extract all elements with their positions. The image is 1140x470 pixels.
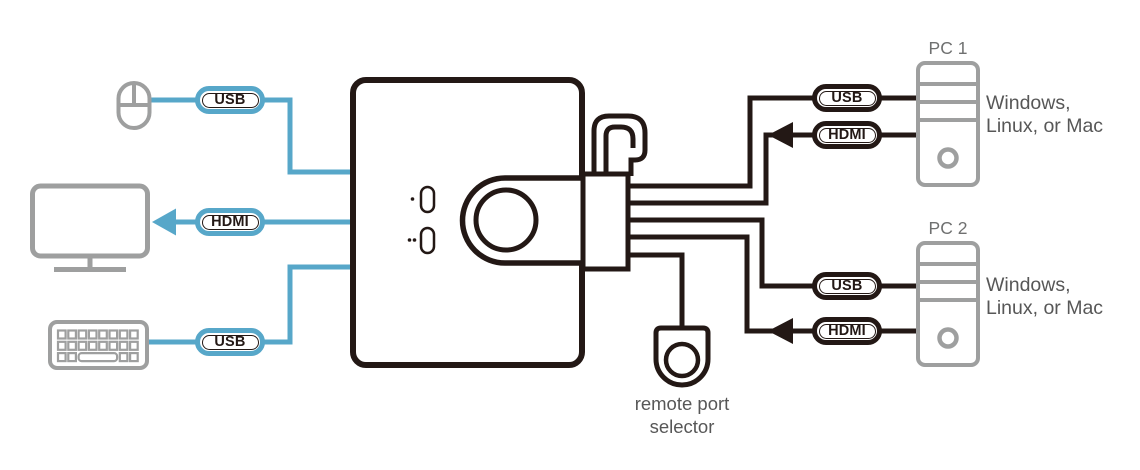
port-1-led — [410, 185, 436, 214]
pc1-os-note: Windows, Linux, or Mac — [986, 92, 1103, 137]
pc2-hdmi-pill: HDMI — [812, 317, 882, 345]
pc1-hdmi-pill: HDMI — [812, 121, 882, 149]
pc1-os-line1: Windows, — [986, 92, 1071, 114]
pc2-hdmi-label: HDMI — [828, 323, 866, 339]
selector-label-line1: remote port — [634, 393, 730, 414]
pill-inner-ring — [818, 323, 876, 339]
pc2-os-note: Windows, Linux, or Mac — [986, 274, 1103, 319]
monitor-hdmi-pill: HDMI — [195, 208, 265, 236]
pc1-os-line2: Linux, or Mac — [986, 114, 1104, 137]
keyboard-icon — [48, 320, 149, 370]
pc2-tower-icon — [916, 241, 980, 367]
pc2-usb-label: USB — [831, 278, 863, 294]
pill-inner-ring — [818, 90, 876, 106]
pc2-usb-pill: USB — [812, 272, 882, 300]
mouse-usb-pill: USB — [195, 86, 265, 114]
keyboard-usb-label: USB — [214, 334, 246, 350]
pc2-hdmi-arrow — [768, 318, 793, 344]
pc1-usb-label: USB — [831, 90, 863, 106]
cable-connector-icon — [459, 171, 631, 272]
pc2-os-line1: Windows, — [986, 274, 1071, 296]
pc1-usb-pill: USB — [812, 84, 882, 112]
mouse-icon — [116, 81, 152, 130]
pc1-name: PC 1 — [928, 38, 968, 58]
pc1-hdmi-label: HDMI — [828, 127, 866, 143]
pc2-name: PC 2 — [928, 218, 968, 238]
pc1-tower-icon — [916, 61, 980, 187]
port-2-led — [407, 226, 436, 255]
pill-inner-ring — [201, 214, 259, 230]
pill-inner-ring — [201, 334, 259, 350]
pill-inner-ring — [818, 127, 876, 143]
pc2-os-line2: Linux, or Mac — [986, 296, 1104, 319]
pill-inner-ring — [201, 92, 259, 108]
selector-label-line2: selector — [649, 416, 715, 437]
pc1-hdmi-arrow — [768, 122, 793, 148]
remote-port-selector-label: remote port selector — [597, 392, 767, 438]
monitor-icon — [30, 183, 150, 272]
remote-selector-cable — [628, 252, 685, 330]
keyboard-usb-pill: USB — [195, 328, 265, 356]
mouse-usb-label: USB — [214, 92, 246, 108]
pill-inner-ring — [818, 278, 876, 294]
cable-hook-icon — [591, 113, 648, 176]
hdmi-arrow-to-monitor — [152, 208, 176, 236]
monitor-hdmi-label: HDMI — [211, 214, 249, 230]
kvm-switch-icon — [350, 77, 648, 368]
remote-port-selector-icon — [653, 325, 711, 388]
